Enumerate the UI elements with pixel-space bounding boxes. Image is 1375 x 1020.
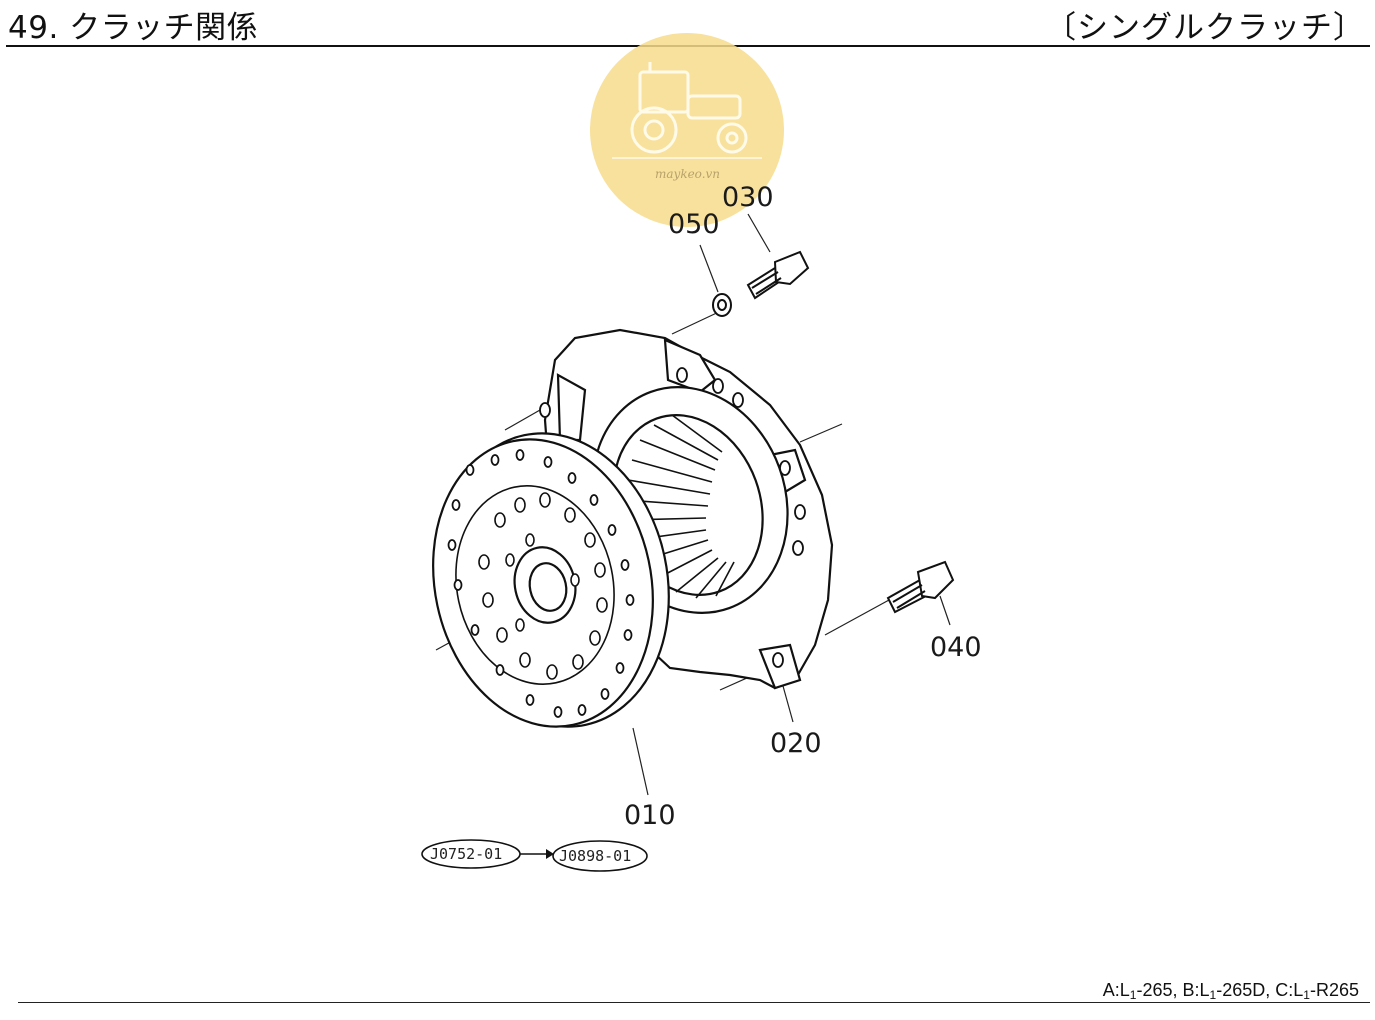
axis-line-right bbox=[799, 423, 843, 443]
axis-line-top bbox=[671, 309, 724, 335]
part-label-010: 010 bbox=[624, 800, 676, 831]
leader-040 bbox=[939, 595, 951, 626]
footer-divider bbox=[18, 1002, 1370, 1003]
axis-line-lower bbox=[824, 599, 890, 636]
reference-codes: J0752-01 J0898-01 bbox=[421, 839, 648, 872]
footer-c-prefix: C:L bbox=[1275, 980, 1304, 1000]
part-label-020: 020 bbox=[770, 728, 822, 759]
watermark-text: maykeo.vn bbox=[655, 167, 720, 181]
clutch-disc bbox=[432, 432, 670, 728]
ref-code-to: J0898-01 bbox=[559, 847, 631, 865]
ref-bubble-to bbox=[552, 840, 648, 872]
part-label-050: 050 bbox=[668, 209, 720, 240]
ref-arrow-head bbox=[546, 849, 554, 859]
bolt-030 bbox=[746, 250, 810, 300]
part-label-040: 040 bbox=[930, 632, 982, 663]
washer-050 bbox=[712, 293, 732, 317]
footer-a-prefix: A:L bbox=[1102, 980, 1130, 1000]
cover-holes bbox=[539, 367, 806, 668]
pressure-plate-cover bbox=[543, 328, 834, 690]
footer-b-sub: 1 bbox=[1209, 988, 1217, 1002]
watermark: maykeo.vn bbox=[590, 33, 784, 227]
page-title: 49. クラッチ関係 bbox=[8, 10, 259, 46]
footer-c-sub: 1 bbox=[1303, 988, 1310, 1002]
part-label-030: 030 bbox=[722, 182, 774, 213]
model-applicability: A:L1-265, B:L1-265D, C:L1-R265 bbox=[1103, 980, 1359, 1002]
leader-050 bbox=[699, 244, 719, 293]
footer-b-prefix: B:L bbox=[1182, 980, 1210, 1000]
tractor-icon bbox=[612, 62, 762, 159]
bolt-040 bbox=[886, 560, 955, 614]
ref-code-from: J0752-01 bbox=[430, 845, 502, 863]
axis-line-upper-left bbox=[504, 409, 541, 431]
footer-a-sub: 1 bbox=[1129, 988, 1137, 1002]
disc-outer-holes bbox=[447, 449, 635, 718]
footer-a-suffix: -265, bbox=[1136, 980, 1183, 1000]
footer-c-suffix: -R265 bbox=[1309, 980, 1359, 1000]
page-subtitle: 〔シングルクラッチ〕 bbox=[1045, 10, 1365, 46]
leader-010 bbox=[632, 727, 649, 796]
leader-030 bbox=[747, 213, 771, 253]
footer-b-suffix: -265D, bbox=[1216, 980, 1276, 1000]
disc-inner-holes bbox=[478, 492, 608, 680]
